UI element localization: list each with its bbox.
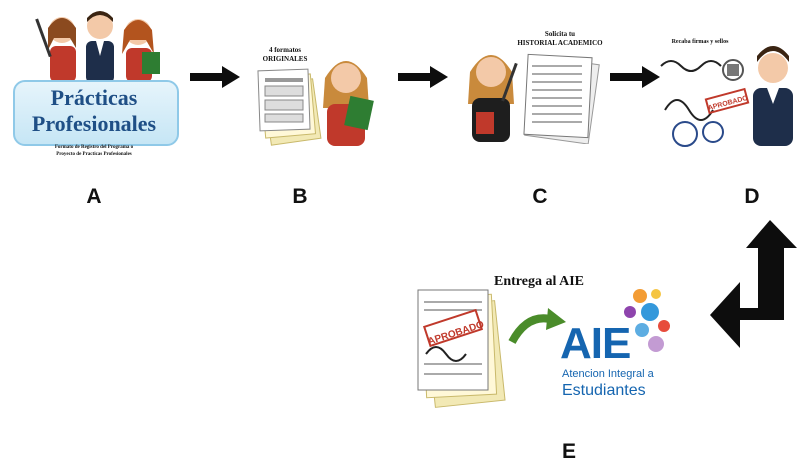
aie-logo-line2: Estudiantes <box>562 382 646 399</box>
step-c-letter: C <box>532 185 548 208</box>
aie-bubbles-icon <box>624 289 670 352</box>
step-e-letter: E <box>561 440 576 463</box>
step-d: Recaba firmas y sellos APROBADO <box>655 38 797 158</box>
woman-with-book-illustration <box>323 61 374 146</box>
step-b-caption-line1: 4 formatos <box>268 46 302 54</box>
step-c-caption-line2: HISTORIAL ACADEMICO <box>517 39 603 47</box>
step-d-letter: D <box>744 185 760 208</box>
step-b: 4 formatos ORIGINALES <box>245 40 375 160</box>
step-e-caption: Entrega al AIE <box>494 274 584 289</box>
aie-logo-word: AIE <box>560 319 631 368</box>
students-illustration <box>35 11 160 83</box>
step-c: Solicita tu HISTORIAL ACADEMICO <box>460 30 610 160</box>
arrow-c-to-d-icon <box>610 66 660 88</box>
step-b-letter: B <box>292 185 308 208</box>
teacher-illustration <box>468 55 518 142</box>
forms-stack-illustration <box>257 68 322 146</box>
academic-record-illustration <box>523 53 600 144</box>
step-a-caption-line2: Proyecto de Practicas Profesionales <box>56 152 132 157</box>
banner-title-line1: Prácticas <box>50 85 138 110</box>
step-d-caption: Recaba firmas y sellos <box>671 39 729 45</box>
banner-title-line2: Profesionales <box>31 111 157 136</box>
arrow-a-to-b-icon <box>190 66 240 88</box>
curved-arrow-icon <box>508 308 566 345</box>
aie-logo-line1: Atencion Integral a <box>562 368 654 380</box>
step-c-caption-line1: Solicita tu <box>544 30 576 38</box>
approved-forms-illustration <box>417 289 506 408</box>
step-a: Prácticas Profesionales Formato de Regis… <box>10 8 180 168</box>
arrow-b-to-c-icon <box>398 66 448 88</box>
return-arrow-icon <box>710 220 797 348</box>
signatures-stamps-illustration <box>660 59 750 147</box>
step-a-caption-line1: Formato de Registro del Programa o <box>54 145 134 150</box>
step-b-caption-line2: ORIGINALES <box>262 55 308 63</box>
step-e: Entrega al AIE APROBADO AIE Atencion Int… <box>412 272 672 422</box>
step-a-letter: A <box>86 185 102 208</box>
man-in-suit-illustration <box>753 46 793 146</box>
practicas-banner <box>13 80 179 146</box>
